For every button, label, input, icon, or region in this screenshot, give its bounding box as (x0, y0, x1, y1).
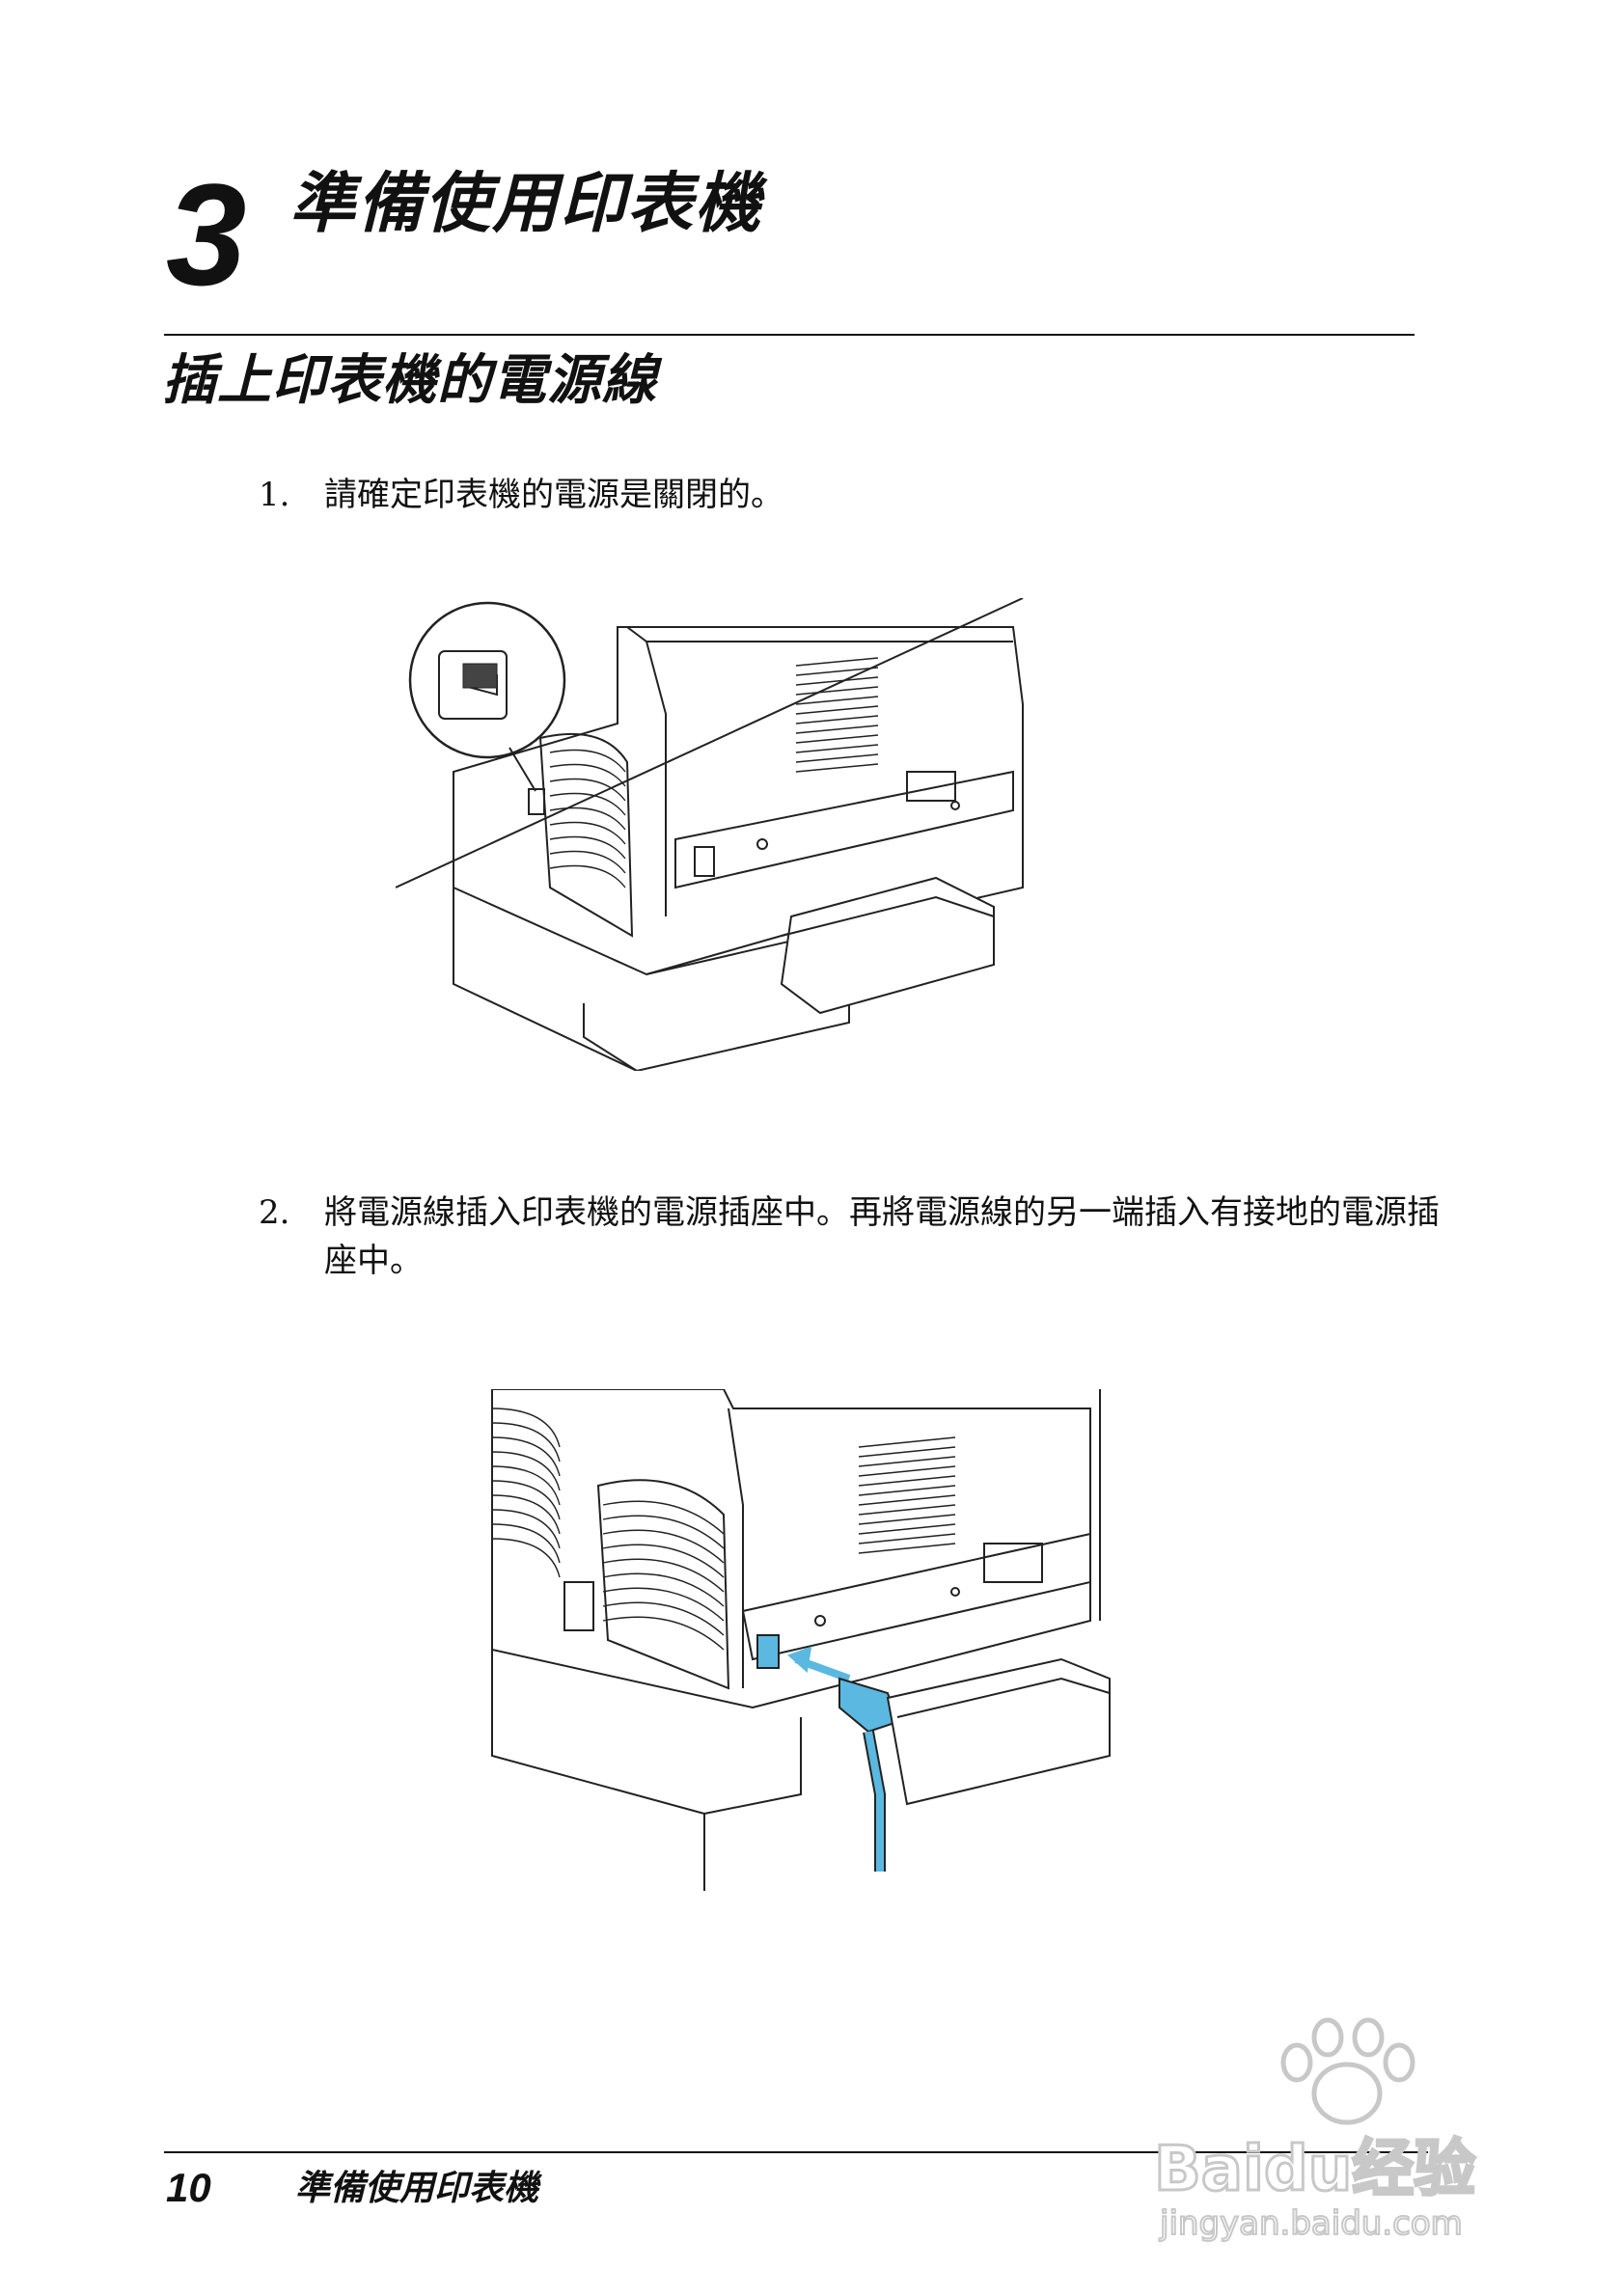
baidu-jingyan-watermark: Baidu经验 jingyan.baidu.com (1153, 2016, 1540, 2248)
footer-chapter-title: 準備使用印表機 (295, 2169, 539, 2208)
watermark-brand: Baidu经验 (1154, 2134, 1475, 2205)
step-text: 將電源線插入印表機的電源插座中。再將電源線的另一端插入有接地的電源插座中。 (324, 1193, 1440, 1280)
header-rule (164, 334, 1415, 336)
footer-rule (164, 2151, 1428, 2153)
chapter-number: 3 (166, 153, 246, 315)
section-title: 插上印表機的電源線 (162, 349, 657, 412)
step-text: 請確定印表機的電源是關閉的。 (324, 476, 783, 514)
step-number: 2. (259, 1193, 290, 1232)
printer-power-switch-illustration (396, 598, 1032, 1071)
page-number: 10 (166, 2165, 211, 2210)
step-number: 1. (259, 476, 290, 514)
chapter-title: 準備使用印表機 (289, 166, 763, 242)
watermark-url: jingyan.baidu.com (1159, 2204, 1463, 2243)
printer-power-cord-illustration (482, 1389, 1119, 1891)
